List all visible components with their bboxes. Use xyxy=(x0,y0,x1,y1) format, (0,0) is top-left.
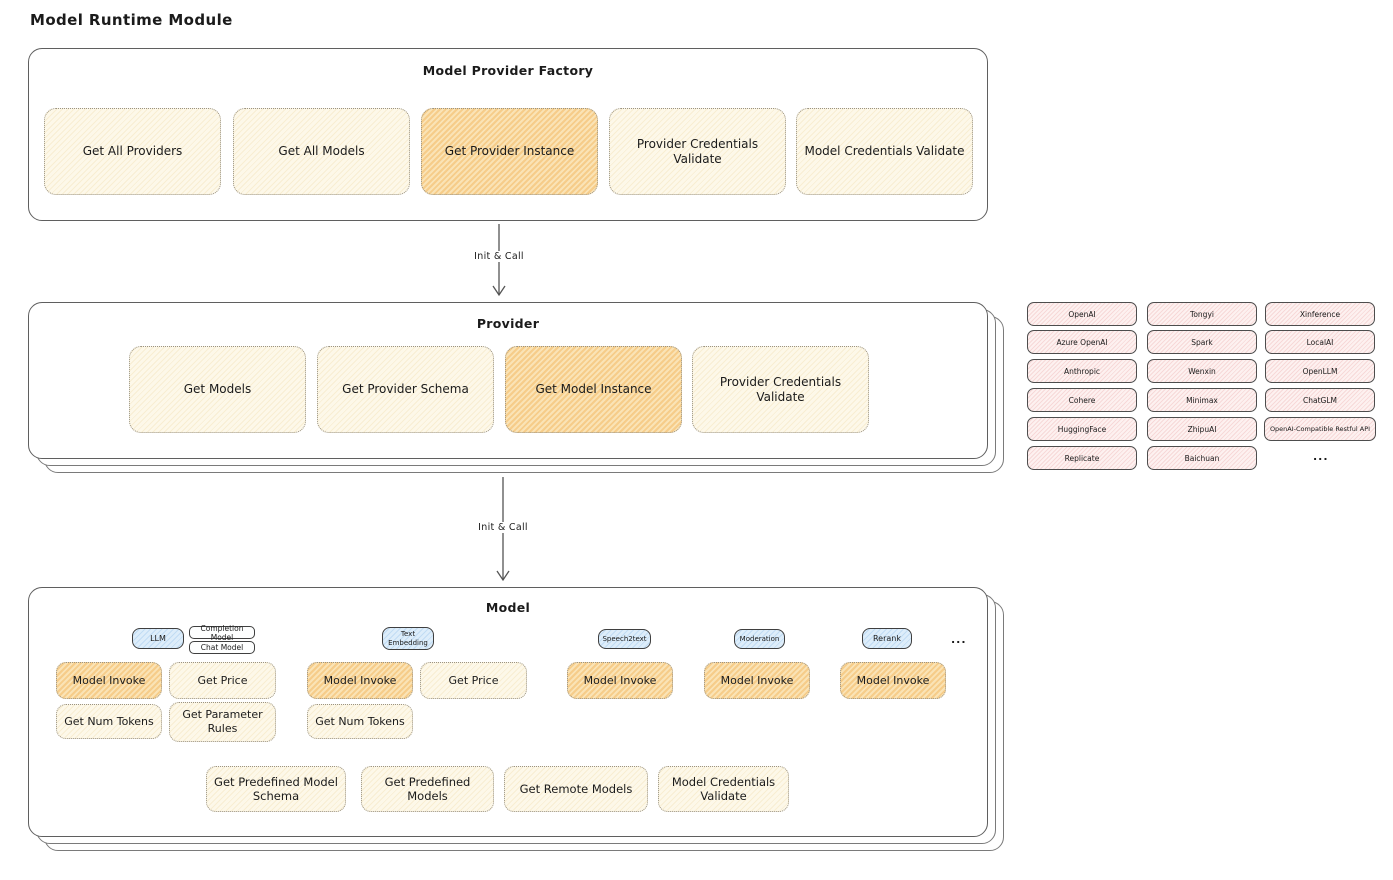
tab-speech2text: Speech2text xyxy=(598,629,651,649)
provider-pill-xinference: Xinference xyxy=(1265,302,1375,326)
model-embedding-get-price: Get Price xyxy=(420,662,527,699)
provider-panel: Provider Get Models Get Provider Schema … xyxy=(28,302,988,459)
model-llm-get-parameter-rules: Get Parameter Rules xyxy=(169,702,276,742)
provider-pill-openai-compatible-restful-api: OpenAI-Compatible Restful API xyxy=(1264,417,1376,441)
provider-pill-azure-openai: Azure OpenAI xyxy=(1027,330,1137,354)
provider-pill-zhipuai: ZhipuAI xyxy=(1147,417,1257,441)
provider-pill-openai: OpenAI xyxy=(1027,302,1137,326)
arrow1-label: Init & Call xyxy=(470,251,528,262)
factory-item-provider-credentials-validate: Provider Credentials Validate xyxy=(609,108,786,195)
provider-pill-huggingface: HuggingFace xyxy=(1027,417,1137,441)
model-llm-get-num-tokens: Get Num Tokens xyxy=(56,704,162,739)
model-embedding-get-num-tokens: Get Num Tokens xyxy=(307,704,413,739)
model-rerank-model-invoke: Model Invoke xyxy=(840,662,946,699)
tab-text-embedding: Text Embedding xyxy=(382,627,434,650)
factory-panel: Model Provider Factory Get All Providers… xyxy=(28,48,988,221)
provider-pill-anthropic: Anthropic xyxy=(1027,359,1137,383)
provider-pill-openllm: OpenLLM xyxy=(1265,359,1375,383)
model-speech2text-model-invoke: Model Invoke xyxy=(567,662,673,699)
provider-pill-baichuan: Baichuan xyxy=(1147,446,1257,470)
tab-completion-model: Completion Model xyxy=(189,624,255,642)
model-get-remote-models: Get Remote Models xyxy=(504,766,648,812)
tab-rerank: Rerank xyxy=(862,628,912,649)
factory-item-model-credentials-validate: Model Credentials Validate xyxy=(796,108,973,195)
model-embedding-model-invoke: Model Invoke xyxy=(307,662,413,699)
model-panel-title: Model xyxy=(485,600,531,615)
model-panel: Model LLM Completion Model Chat Model Te… xyxy=(28,587,988,837)
model-model-credentials-validate: Model Credentials Validate xyxy=(658,766,789,812)
provider-pill-cohere: Cohere xyxy=(1027,388,1137,412)
model-llm-model-invoke: Model Invoke xyxy=(56,662,162,699)
tab-moderation: Moderation xyxy=(734,629,785,649)
provider-item-provider-credentials-validate: Provider Credentials Validate xyxy=(692,346,869,433)
model-llm-get-price: Get Price xyxy=(169,662,276,699)
tab-llm: LLM xyxy=(132,628,184,649)
provider-catalog-more: ... xyxy=(1313,450,1329,463)
arrow2-label: Init & Call xyxy=(474,522,532,533)
provider-item-get-provider-schema: Get Provider Schema xyxy=(317,346,494,433)
diagram-title: Model Runtime Module xyxy=(30,11,233,29)
provider-pill-replicate: Replicate xyxy=(1027,446,1137,470)
provider-pill-chatglm: ChatGLM xyxy=(1265,388,1375,412)
provider-pill-tongyi: Tongyi xyxy=(1147,302,1257,326)
model-get-predefined-models: Get Predefined Models xyxy=(361,766,494,812)
tab-chat-model: Chat Model xyxy=(189,641,255,654)
factory-item-get-all-models: Get All Models xyxy=(233,108,410,195)
provider-item-get-models: Get Models xyxy=(129,346,306,433)
model-get-predefined-model-schema: Get Predefined Model Schema xyxy=(206,766,346,812)
model-moderation-model-invoke: Model Invoke xyxy=(704,662,810,699)
factory-panel-title: Model Provider Factory xyxy=(422,63,594,78)
factory-item-get-all-providers: Get All Providers xyxy=(44,108,221,195)
provider-pill-localai: LocalAI xyxy=(1265,330,1375,354)
provider-pill-minimax: Minimax xyxy=(1147,388,1257,412)
provider-pill-wenxin: Wenxin xyxy=(1147,359,1257,383)
provider-item-get-model-instance: Get Model Instance xyxy=(505,346,682,433)
factory-item-get-provider-instance: Get Provider Instance xyxy=(421,108,598,195)
provider-pill-spark: Spark xyxy=(1147,330,1257,354)
model-tabs-more: ... xyxy=(951,633,967,646)
provider-panel-title: Provider xyxy=(476,316,540,331)
